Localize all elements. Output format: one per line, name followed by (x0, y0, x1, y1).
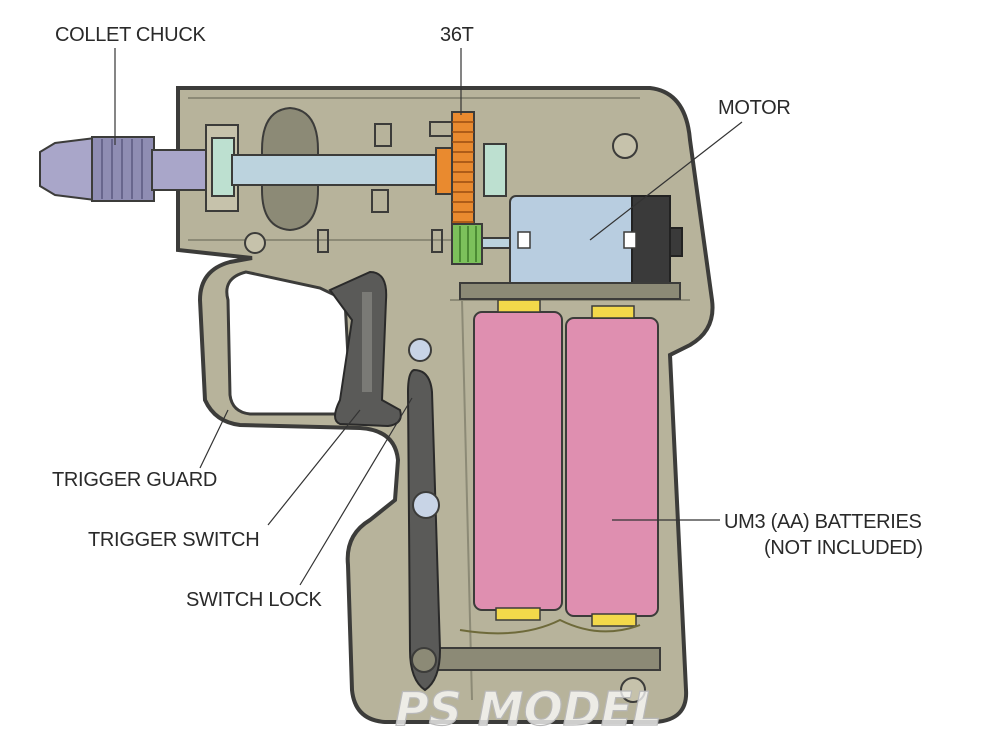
label-collet-chuck: COLLET CHUCK (55, 24, 206, 46)
motor (459, 195, 683, 300)
leader-lines (114, 48, 743, 586)
pinion-gear (451, 223, 483, 265)
label-batteries-line2: (NOT INCLUDED) (764, 537, 923, 559)
pivot-screw (408, 338, 432, 362)
battery-left (473, 311, 563, 611)
label-switch-lock: SWITCH LOCK (186, 589, 323, 611)
switch-lock (406, 368, 442, 692)
label-trigger-guard: TRIGGER GUARD (52, 469, 217, 491)
batteries (429, 299, 661, 671)
pivot-screw (412, 491, 440, 519)
watermark-text: PS MODEL (395, 682, 662, 736)
trigger-mechanism (328, 270, 442, 692)
screw-boss (620, 677, 646, 703)
motor-end-cap (631, 195, 671, 289)
drive-train (39, 106, 507, 265)
collet-chuck (39, 136, 96, 202)
screw-boss (612, 133, 638, 159)
label-batteries-line1: UM3 (AA) BATTERIES (724, 511, 922, 533)
screw-boss (244, 232, 266, 254)
label-trigger-switch: TRIGGER SWITCH (88, 529, 259, 551)
drive-shaft (231, 154, 443, 186)
labels: COLLET CHUCK 36T MOTOR TRIGGER GUARD TRI… (52, 24, 923, 611)
label-36t: 36T (440, 24, 474, 46)
battery-right (565, 317, 659, 617)
label-motor: MOTOR (718, 97, 791, 119)
